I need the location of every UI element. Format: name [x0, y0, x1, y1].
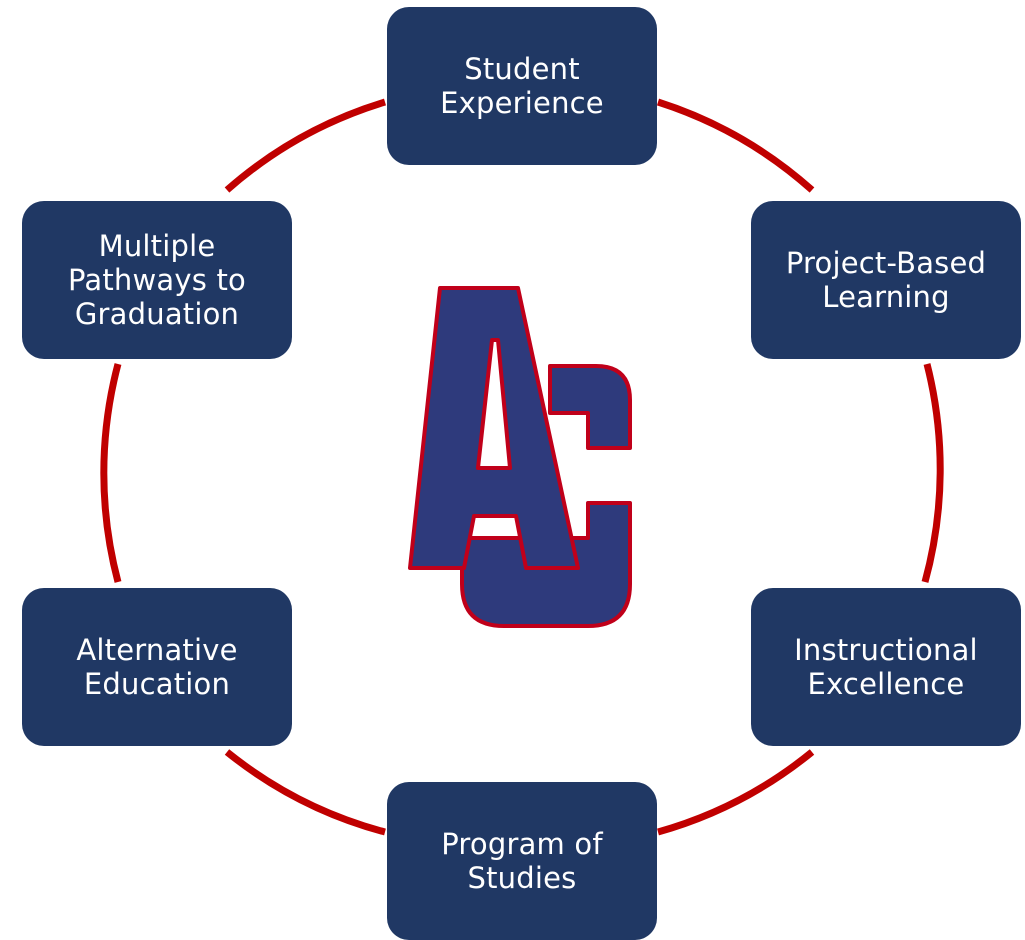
connector-arc: [224, 98, 387, 193]
connector-arc: [657, 749, 815, 836]
node-label: Alternative Education: [76, 632, 238, 701]
node-label: Program of Studies: [441, 826, 603, 895]
node-label: Project-Based Learning: [785, 245, 987, 314]
node-alternative-education: Alternative Education: [22, 588, 292, 746]
connector-arc: [656, 98, 815, 193]
connector-arc: [921, 363, 944, 583]
node-multiple-pathways: Multiple Pathways to Graduation: [22, 201, 292, 359]
node-program-of-studies: Program of Studies: [387, 782, 657, 940]
connector-arc: [100, 363, 122, 583]
connector-arc: [224, 749, 386, 836]
ac-logo: [408, 286, 632, 628]
node-instructional-excellence: Instructional Excellence: [751, 588, 1021, 746]
node-label: Student Experience: [440, 51, 604, 120]
logo-letter-c: [460, 364, 632, 628]
node-label: Instructional Excellence: [794, 632, 978, 701]
node-label: Multiple Pathways to Graduation: [68, 228, 246, 332]
logo-letter-a: [408, 286, 580, 570]
node-project-based-learning: Project-Based Learning: [751, 201, 1021, 359]
node-student-experience: Student Experience: [387, 7, 657, 165]
